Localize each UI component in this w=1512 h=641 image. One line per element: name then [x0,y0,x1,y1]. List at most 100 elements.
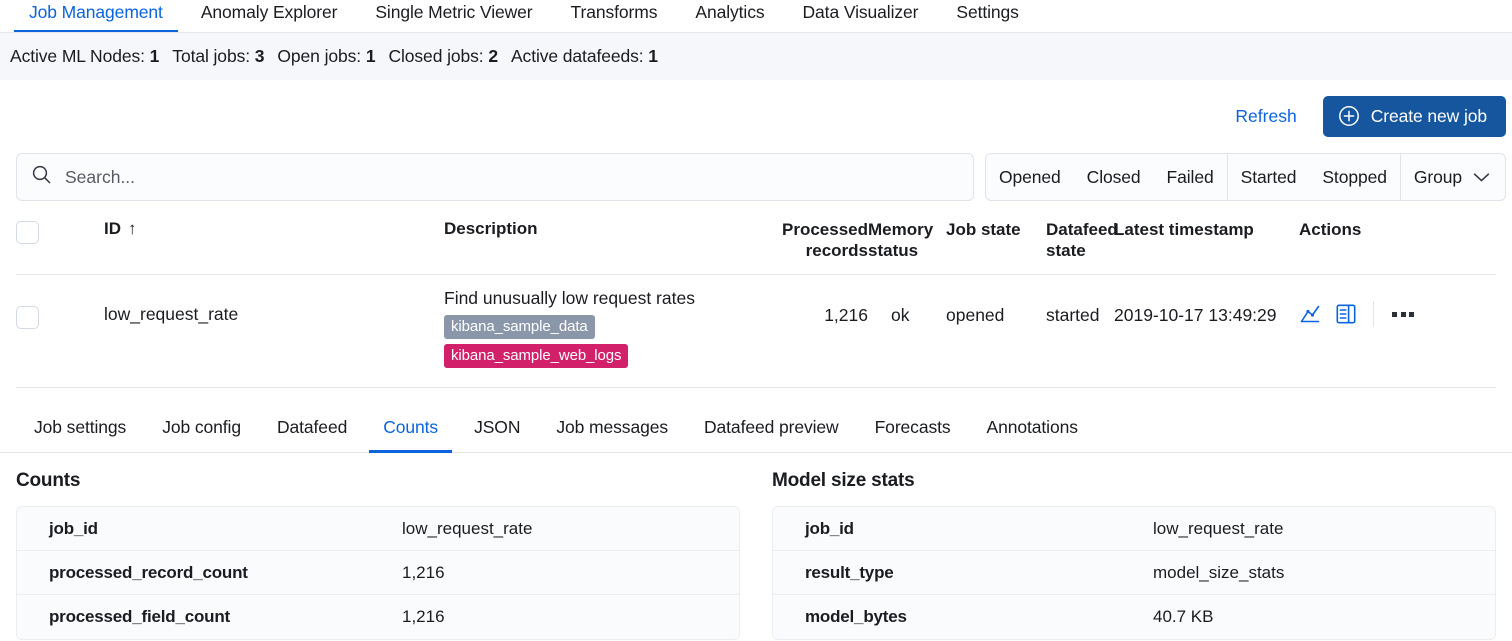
select-all-checkbox[interactable] [16,221,39,244]
counts-key: job_id [49,518,98,538]
row-expand-cell [62,287,104,306]
nav-tab-analytics[interactable]: Analytics [695,2,765,22]
column-header-datafeed-state[interactable]: Datafeed state [1046,220,1118,260]
main-navigation: Job Management Anomaly Explorer Single M… [0,0,1512,33]
row-processed-records: 1,216 [824,305,868,325]
counts-value: low_request_rate [402,518,533,538]
table-row: processed_record_count 1,216 [17,551,739,595]
nav-tab-job-management[interactable]: Job Management [10,0,182,32]
tab-job-messages[interactable]: Job messages [556,417,668,437]
model-size-stats-table: job_id low_request_rate result_type mode… [772,506,1496,640]
row-memory-status: ok [891,305,910,325]
column-header-job-state[interactable]: Job state [946,220,1021,239]
counts-key: processed_field_count [49,607,230,626]
stat-label: Closed jobs: [388,46,484,66]
column-header-latest-timestamp[interactable]: Latest timestamp [1114,220,1254,239]
tab-datafeed[interactable]: Datafeed [276,417,348,437]
row-select-checkbox[interactable] [16,306,39,329]
nav-tab-single-metric-viewer[interactable]: Single Metric Viewer [375,2,533,22]
model-size-key: result_type [805,562,894,582]
row-job-id-cell: low_request_rate [104,287,444,325]
filter-failed[interactable]: Failed [1166,166,1214,187]
stat-value: 1 [648,46,658,66]
group-badge[interactable]: kibana_sample_web_logs [444,344,629,368]
actions-divider [1373,301,1374,327]
tab-datafeed-preview[interactable]: Datafeed preview [704,417,839,437]
stat-label: Active datafeeds: [510,46,644,66]
job-detail-tabs: Job settings Job config Datafeed Counts … [0,393,1512,453]
stat-label: Active ML Nodes: [10,46,145,66]
tab-json[interactable]: JSON [474,417,521,437]
jobs-table-header: ID ↑ Description Processed records Memory… [16,205,1496,275]
column-header-processed-records[interactable]: Processed records [782,220,868,260]
datafeed-state-filter-segment: Started Stopped [1226,154,1400,200]
row-select-cell [16,287,62,329]
chevron-down-icon[interactable] [62,287,104,306]
page-actions: Refresh Create new job [0,80,1512,152]
tab-job-config[interactable]: Job config [162,417,241,437]
counts-value: 1,216 [402,562,445,582]
stat-value: 1 [149,46,160,66]
filter-started[interactable]: Started [1240,166,1297,187]
nav-tab-settings[interactable]: Settings [956,2,1019,22]
table-row: model_bytes 40.7 KB [773,595,1495,639]
group-badge[interactable]: kibana_sample_data [444,315,595,339]
job-details-icon[interactable] [1335,303,1357,325]
stat-label: Total jobs: [172,46,250,66]
sort-ascending-icon: ↑ [128,219,137,238]
ml-stats-bar: Active ML Nodes: 1 Total jobs: 3 Open jo… [0,33,1512,80]
nav-tab-transforms[interactable]: Transforms [570,2,658,22]
job-detail-panels: Counts job_id low_request_rate processed… [0,453,1512,640]
job-filters: Opened Closed Failed Started Stopped Gro… [984,153,1506,201]
counts-panel: Counts job_id low_request_rate processed… [16,470,740,640]
search-input[interactable] [65,166,959,188]
table-row: processed_field_count 1,216 [17,595,739,639]
model-size-value: 40.7 KB [1153,607,1214,626]
filter-group-dropdown[interactable]: Group [1401,154,1505,200]
column-header-description[interactable]: Description [444,219,538,238]
tab-counts[interactable]: Counts [365,417,456,453]
model-size-value: low_request_rate [1153,518,1284,538]
stat-total-jobs: Total jobs: 3 [172,46,264,67]
job-id-value: low_request_rate [104,304,239,324]
nav-tab-anomaly-explorer[interactable]: Anomaly Explorer [200,2,338,22]
stat-label: Open jobs: [277,46,362,66]
table-row: job_id low_request_rate [17,507,739,551]
row-description-cell: Find unusually low request rates kibana_… [444,287,769,373]
counts-panel-title: Counts [16,470,81,491]
counts-value: 1,216 [402,607,445,626]
column-header-memory-status[interactable]: Memory status [868,220,934,260]
job-description: Find unusually low request rates [444,288,695,308]
create-new-job-button[interactable]: Create new job [1322,95,1506,137]
group-filter-segment: Group [1399,154,1505,200]
filter-opened[interactable]: Opened [998,166,1061,187]
jobs-table: ID ↑ Description Processed records Memory… [0,205,1512,388]
more-actions-icon[interactable] [1390,306,1416,323]
stat-value: 1 [365,46,376,66]
search-box[interactable] [16,153,974,201]
tab-forecasts[interactable]: Forecasts [874,417,951,437]
create-new-job-label: Create new job [1370,105,1487,126]
tab-annotations[interactable]: Annotations [986,417,1078,437]
model-size-stats-panel-title: Model size stats [772,470,915,491]
counts-table: job_id low_request_rate processed_record… [16,506,740,640]
row-actions-cell [1299,287,1449,327]
column-header-actions: Actions [1299,220,1362,239]
table-row: job_id low_request_rate [773,507,1495,551]
column-header-id-label: ID [104,219,121,238]
nav-tab-data-visualizer[interactable]: Data Visualizer [802,2,919,22]
table-row: low_request_rate Find unusually low requ… [16,275,1496,388]
search-icon [31,164,52,190]
filter-stopped[interactable]: Stopped [1322,166,1387,187]
filter-closed[interactable]: Closed [1086,166,1141,187]
stat-open-jobs: Open jobs: 1 [277,46,375,67]
plus-in-circle-icon [1338,105,1360,127]
tab-job-settings[interactable]: Job settings [34,417,127,437]
job-state-filter-segment: Opened Closed Failed [986,154,1227,200]
column-header-id[interactable]: ID ↑ [104,219,444,239]
counts-key: processed_record_count [49,562,248,582]
row-datafeed-state: started [1046,305,1100,325]
refresh-button[interactable]: Refresh [1235,105,1297,126]
filter-group-label: Group [1413,166,1462,187]
single-metric-viewer-icon[interactable] [1299,303,1321,325]
